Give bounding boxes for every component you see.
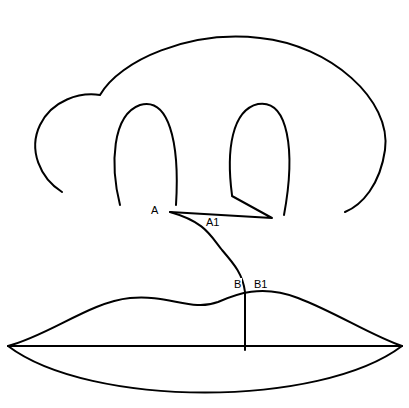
lip-line: [8, 345, 402, 347]
point-label: A: [150, 204, 159, 216]
point-label: A1: [205, 216, 220, 228]
right-nostril: [230, 104, 289, 215]
lower-lip: [8, 346, 402, 393]
point-label: B: [233, 278, 242, 290]
incision-line: [170, 196, 272, 218]
incision-line: [170, 212, 245, 350]
left-nostril: [115, 104, 177, 205]
point-label: B1: [253, 278, 268, 290]
upper-lip: [8, 291, 402, 346]
nose-outline: [35, 37, 385, 212]
